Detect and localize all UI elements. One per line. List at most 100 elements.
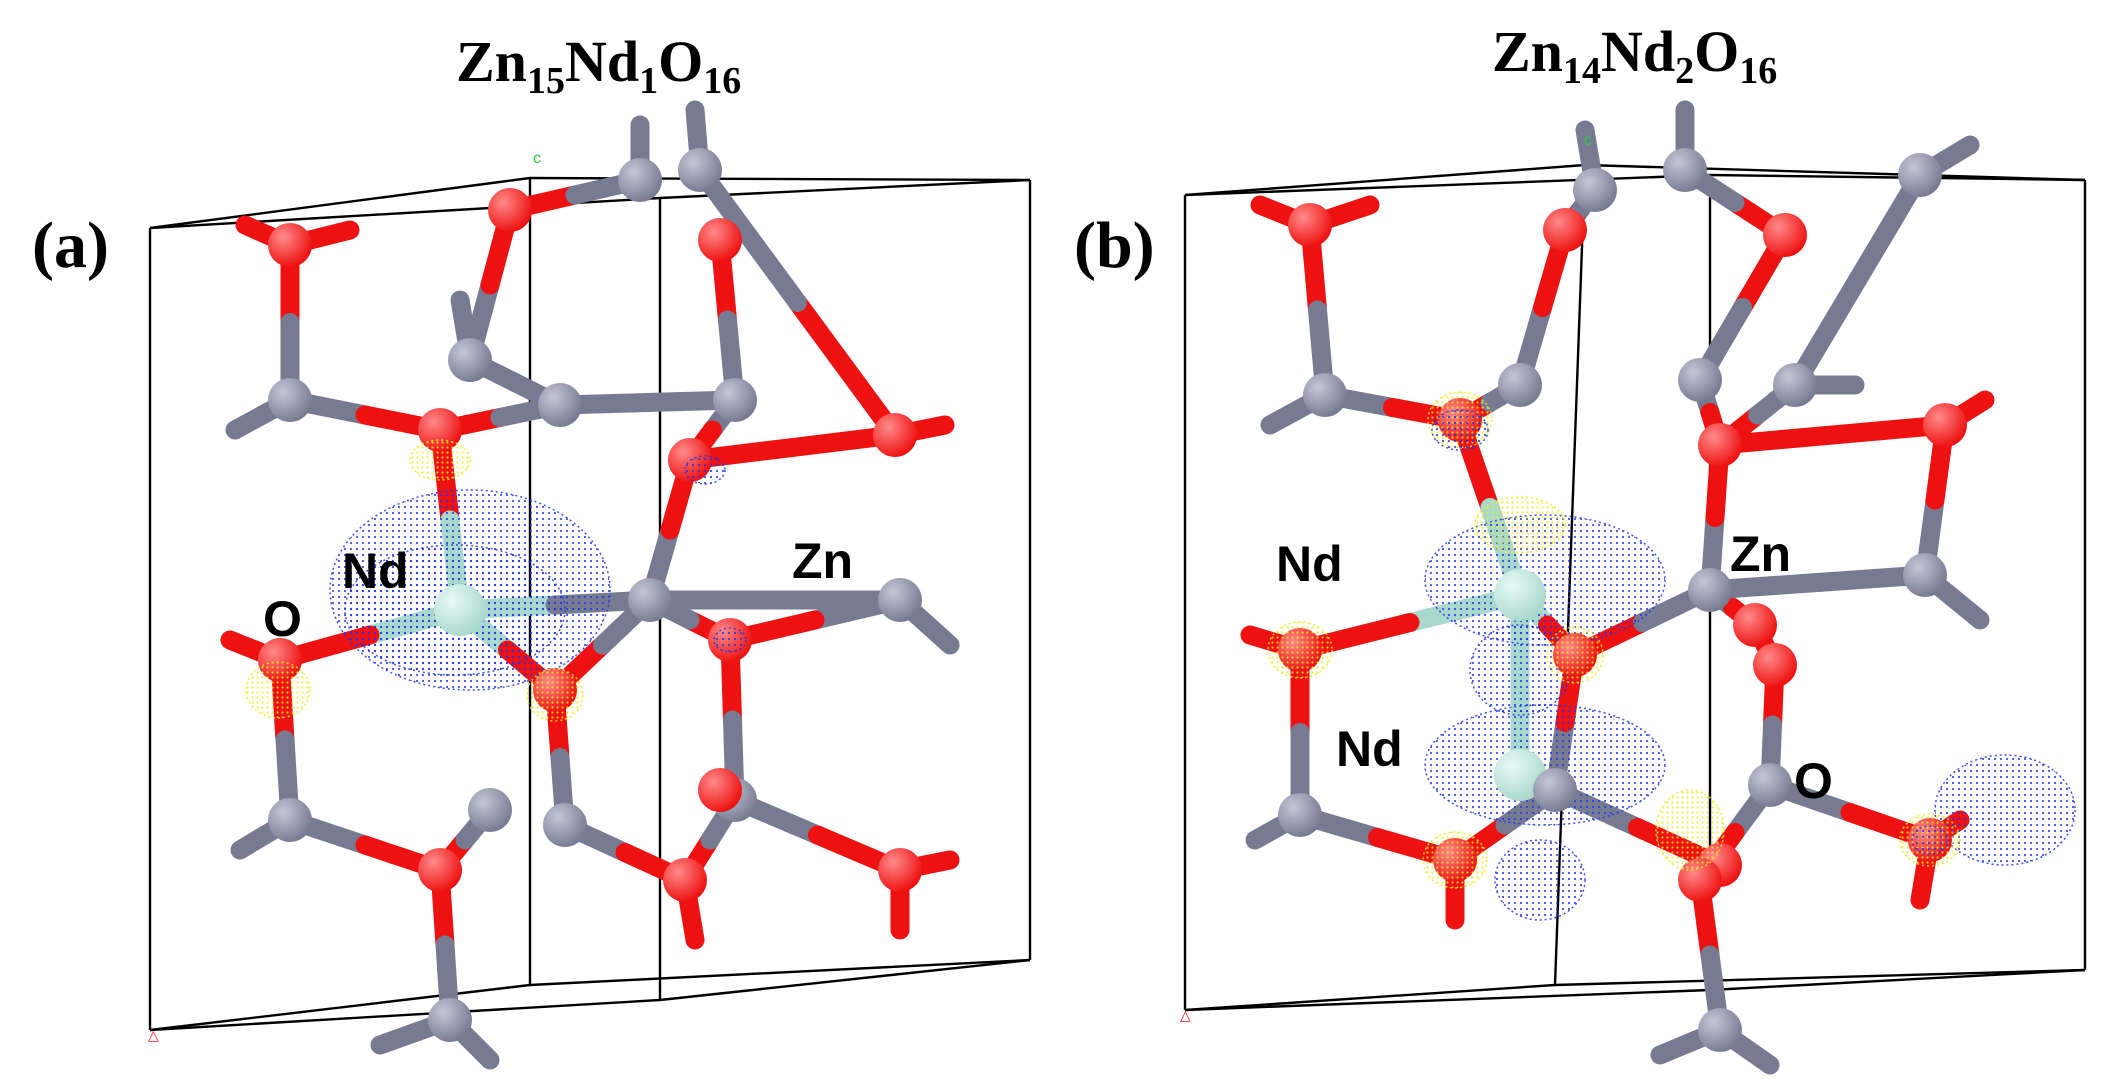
panel-a-stub-2-half-b: [225, 405, 272, 440]
panel-b-atom-zn-3: [1573, 168, 1617, 212]
panel-b-nd-bottom-label: Nd: [1336, 721, 1403, 777]
panel-a-structure: △: [148, 100, 1032, 1070]
panel-b-axis-origin-marker: △: [1180, 1007, 1191, 1023]
panel-b-stub-13-half-b: [1910, 860, 1935, 910]
panel-a-atom-o-24: [878, 848, 922, 892]
panel-a-stub-14-half-b: [680, 900, 705, 950]
panel-b-atom-zn-23: [1278, 793, 1322, 837]
panel-a-bond-9-half-b: [690, 160, 807, 312]
panel-a-stub-5-half-b: [685, 100, 707, 150]
panel-b-stub-0-half-b: [1250, 195, 1295, 225]
panel-a-atom-o-22: [418, 848, 462, 892]
panel-b-spin-cloud-2: [1267, 621, 1333, 679]
panel-a-cell-edge-7: [149, 176, 531, 230]
panel-b-zn-label: Zn: [1730, 526, 1792, 582]
panel-a-stub-9-half-b: [230, 825, 275, 860]
panel-a-atom-zn-3: [268, 378, 312, 422]
panel-a-atom-o-9: [418, 408, 462, 452]
panel-b-atom-zn-8: [1678, 358, 1722, 402]
panel-b-label: (b): [1074, 209, 1155, 282]
panel-a-stub-1-half-b: [310, 220, 360, 247]
panel-b-spin-cloud-8: [1911, 825, 1949, 855]
panel-b-stub-15-half-b: [1735, 1038, 1780, 1075]
panel-a-cell-edge-3: [149, 983, 531, 1032]
panel-b-structure: △: [1180, 100, 2087, 1075]
panel-b-stub-1-half-b: [1330, 195, 1380, 225]
panel-a-atom-o-1: [488, 188, 532, 232]
panel-b-cell-edge-2: [1554, 968, 2086, 987]
panel-a-stub-7-half-b: [915, 613, 960, 655]
panel-b-atom-zn-4: [1663, 148, 1707, 192]
panel-a-atom-zn-18: [268, 798, 312, 842]
panel-b-spin-cloud-back-2: [1424, 704, 1666, 826]
panel-b-atom-o-12: [1923, 403, 1967, 447]
panel-b-spin-cloud-4: [1422, 831, 1488, 889]
panel-a-bond-9-half-a: [788, 293, 905, 445]
panel-b-atom-o-2: [1763, 213, 1807, 257]
panel-a-spin-cloud-2: [526, 668, 584, 722]
panel-b-atom-nd-20: [1494, 749, 1546, 801]
panel-b-atom-zn-22: [1748, 763, 1792, 807]
panel-b-spin-cloud-7: [1431, 409, 1489, 451]
panel-b-nd-top-label: Nd: [1276, 536, 1343, 592]
panel-b-atom-o-18: [1733, 603, 1777, 647]
panel-b-spin-cloud-1: [1474, 496, 1566, 554]
panel-b-atom-zn-14: [1688, 568, 1732, 612]
panel-a-spin-cloud-4: [713, 627, 747, 653]
panel-a-atom-o-23: [663, 858, 707, 902]
panel-b-atom-zn-6: [1303, 373, 1347, 417]
panel-b-spin-cloud-back-3: [1494, 839, 1586, 921]
panel-a-atom-o-2: [698, 218, 742, 262]
panel-b-atom-zn-7: [1498, 363, 1542, 407]
panel-a-nd-label: Nd: [342, 543, 409, 599]
panel-b-atom-o-19: [1753, 643, 1797, 687]
panel-a-atom-o-11: [873, 413, 917, 457]
panel-a-stub-10-half-b: [915, 850, 960, 875]
panel-b-axis-c-label: c: [1584, 132, 1592, 149]
panel-b-atom-zn-21: [1533, 768, 1577, 812]
panel-a-atom-zn-8: [678, 148, 722, 192]
panel-a-atom-nd-12: [434, 584, 486, 636]
panel-a-axis-origin-marker: △: [148, 1027, 159, 1043]
panel-b-cell-edge-4: [1184, 173, 1711, 197]
panel-a-stub-3-half-b: [450, 290, 475, 340]
panel-b-cell-edge-7: [1184, 163, 1586, 197]
panel-a-atom-zn-20: [543, 803, 587, 847]
panel-b-stub-4-half-b: [1935, 135, 1980, 170]
panel-a-atom-zn-26: [428, 998, 472, 1042]
panel-b-cell-edge-3: [1184, 983, 1556, 1012]
panel-b-cell-edge-0: [1184, 988, 1711, 1012]
panel-a-spin-cloud-1: [245, 661, 311, 719]
panel-a-spin-cloud-0: [409, 439, 471, 481]
panel-b-o-label: O: [1794, 753, 1833, 809]
panel-a-atom-o-0: [268, 223, 312, 267]
panel-a-stub-13-half-b: [460, 1030, 500, 1070]
panel-a-stub-6-half-b: [910, 415, 955, 440]
panel-b-cell-edge-1: [1709, 968, 2086, 992]
panel-b-atom-nd-13: [1494, 569, 1546, 621]
panel-b-atom-o-0: [1288, 203, 1332, 247]
panel-a-cell-edge-0: [149, 998, 661, 1032]
panel-a-cell-edge-1: [659, 958, 1031, 1002]
panel-a-atom-zn-7: [618, 158, 662, 202]
panel-b-stub-5-half-b: [1260, 400, 1307, 435]
panel-a-atom-zn-6: [713, 378, 757, 422]
panel-a-atom-zn-13: [628, 578, 672, 622]
panel-a-zn-label: Zn: [792, 533, 854, 589]
panel-a-stub-12-half-b: [370, 1023, 425, 1055]
panel-a-atom-zn-19: [468, 788, 512, 832]
panel-b-atom-zn-5: [1898, 153, 1942, 197]
panel-b-stub-7-half-b: [1955, 390, 1995, 422]
panel-a-cell-edge-2: [529, 958, 1031, 987]
panel-a-stub-0-half-b: [235, 215, 277, 245]
panel-a-label: (a): [32, 209, 109, 282]
panel-b-spin-cloud-back-4: [1934, 754, 2076, 866]
panel-b-spin-cloud-3: [1546, 626, 1604, 684]
panel-b-atom-zn-9: [1773, 363, 1817, 407]
panel-b-stub-10-half-b: [1245, 818, 1287, 850]
panel-b-spin-cloud-5: [1655, 789, 1725, 871]
panel-b-stub-2-half-b: [1575, 120, 1600, 170]
panel-b-atom-o-11: [1698, 423, 1742, 467]
